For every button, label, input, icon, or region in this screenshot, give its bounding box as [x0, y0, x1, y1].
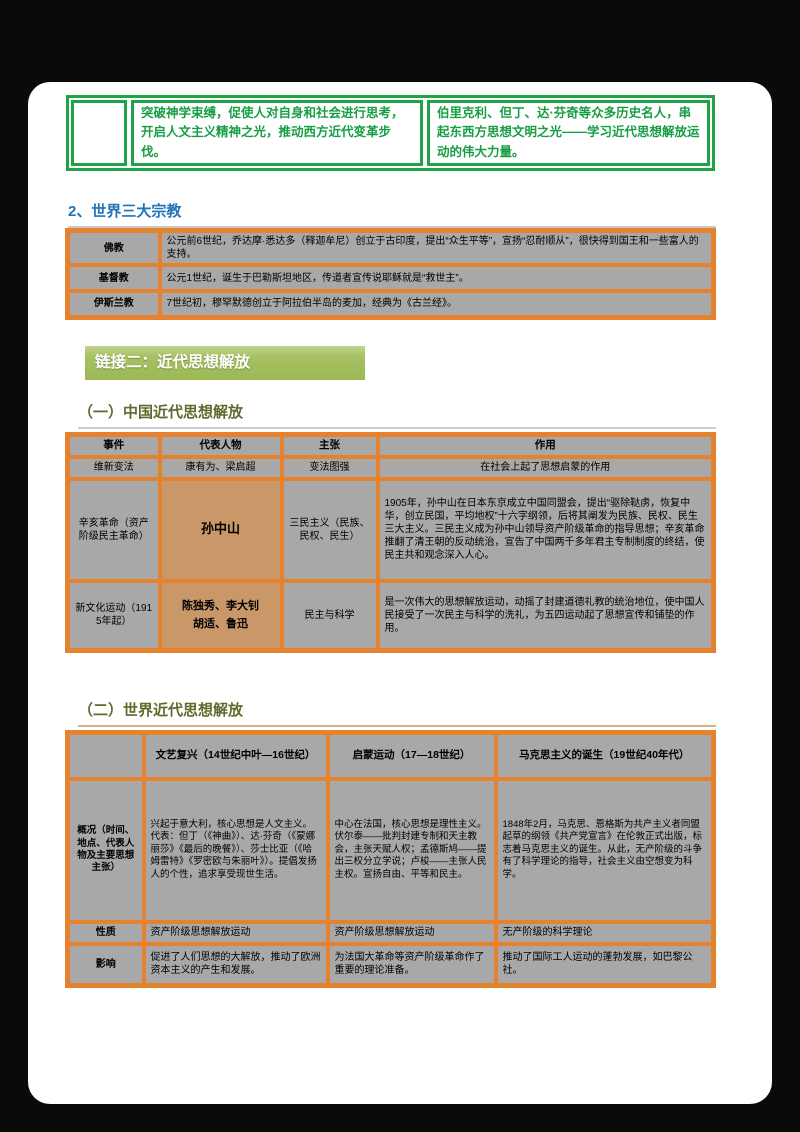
- china-row2-effect: 1905年，孙中山在日本东京成立中国同盟会，提出“驱除鞑虏，恢复中华，创立民国，…: [375, 476, 716, 583]
- world-nature-marxism: 无产阶级的科学理论: [493, 919, 716, 946]
- china-thought-table: 事件 代表人物 主张 作用 维新变法 康有为、梁启超 变法图强 在社会上起了思想…: [65, 432, 716, 654]
- china-col-event: 事件: [65, 432, 162, 459]
- china-row3-people-line1: 陈独秀、李大钊: [182, 600, 259, 613]
- religion-label-buddhism: 佛教: [65, 228, 162, 267]
- link-two-banner: 链接二：近代思想解放: [85, 346, 365, 380]
- world-nature-enlightenment: 资产阶级思想解放运动: [325, 919, 498, 946]
- table-row: 性质 资产阶级思想解放运动 资产阶级思想解放运动 无产阶级的科学理论: [65, 919, 716, 946]
- world-col-enlightenment: 启蒙运动（17—18世纪）: [325, 730, 498, 781]
- world-nature-renaissance: 资产阶级思想解放运动: [141, 919, 330, 946]
- china-row2-people: 孙中山: [157, 476, 284, 583]
- china-row3-idea: 民主与科学: [279, 578, 380, 653]
- china-row3-people-line2: 胡适、鲁迅: [193, 618, 248, 631]
- table-header-row: 事件 代表人物 主张 作用: [65, 432, 716, 459]
- china-row3-people: 陈独秀、李大钊 胡适、鲁迅: [157, 578, 284, 653]
- table-row: 佛教 公元前6世纪，乔达摩·悉达多（释迦牟尼）创立于古印度，提出“众生平等”，宣…: [65, 228, 716, 267]
- world-nature-label: 性质: [65, 919, 146, 946]
- china-row2-event: 辛亥革命（资产阶级民主革命）: [65, 476, 162, 583]
- section-one-heading: （一）中国近代思想解放: [78, 401, 716, 429]
- table-row: 维新变法 康有为、梁启超 变法图强 在社会上起了思想启蒙的作用: [65, 454, 716, 481]
- china-row3-effect: 是一次伟大的思想解放运动，动摇了封建道德礼教的统治地位，使中国人民接受了一次民主…: [375, 578, 716, 653]
- china-row1-idea: 变法图强: [279, 454, 380, 481]
- world-col-blank: [65, 730, 146, 781]
- table-row: 概况（时间、地点、代表人物及主要思想主张） 兴起于意大利，核心思想是人文主义。代…: [65, 776, 716, 924]
- heading-number: 2、: [68, 203, 92, 220]
- table-row: 影响 促进了人们思想的大解放，推动了欧洲资本主义的产生和发展。 为法国大革命等资…: [65, 941, 716, 988]
- table-row: 基督教 公元1世纪，诞生于巴勒斯坦地区，传道者宣传说耶稣就是“救世主”。: [65, 263, 716, 293]
- religion-content-islam: 7世纪初，穆罕默德创立于阿拉伯半岛的麦加，经典为《古兰经》。: [157, 289, 716, 319]
- china-col-effect: 作用: [375, 432, 716, 459]
- china-col-idea: 主张: [279, 432, 380, 459]
- china-row1-people: 康有为、梁启超: [157, 454, 284, 481]
- religions-table: 佛教 公元前6世纪，乔达摩·悉达多（释迦牟尼）创立于古印度，提出“众生平等”，宣…: [65, 228, 716, 320]
- china-col-people: 代表人物: [157, 432, 284, 459]
- china-row3-event: 新文化运动（1915年起）: [65, 578, 162, 653]
- world-col-renaissance: 文艺复兴（14世纪中叶—16世纪）: [141, 730, 330, 781]
- table-row: 新文化运动（1915年起） 陈独秀、李大钊 胡适、鲁迅 民主与科学 是一次伟大的…: [65, 578, 716, 653]
- china-row2-people-name: 孙中山: [200, 521, 240, 537]
- world-impact-marxism: 推动了国际工人运动的蓬勃发展，如巴黎公社。: [493, 941, 716, 988]
- world-col-marxism: 马克思主义的诞生（19世纪40年代）: [493, 730, 716, 781]
- top-image-placeholder: [71, 100, 127, 166]
- heading-title: 世界三大宗教: [91, 203, 182, 220]
- religion-label-christianity: 基督教: [65, 263, 162, 293]
- religion-content-buddhism: 公元前6世纪，乔达摩·悉达多（释迦牟尼）创立于古印度，提出“众生平等”，宣扬“忍…: [157, 228, 716, 267]
- top-quote-right: 伯里克利、但丁、达·芬奇等众多历史名人，串起东西方思想文明之光——学习近代思想解…: [427, 100, 710, 166]
- table-header-row: 文艺复兴（14世纪中叶—16世纪） 启蒙运动（17—18世纪） 马克思主义的诞生…: [65, 730, 716, 781]
- world-thought-table: 文艺复兴（14世纪中叶—16世纪） 启蒙运动（17—18世纪） 马克思主义的诞生…: [65, 730, 716, 988]
- world-impact-renaissance: 促进了人们思想的大解放，推动了欧洲资本主义的产生和发展。: [141, 941, 330, 988]
- world-impact-label: 影响: [65, 941, 146, 988]
- china-row1-effect: 在社会上起了思想启蒙的作用: [375, 454, 716, 481]
- world-overview-renaissance: 兴起于意大利，核心思想是人文主义。代表：但丁（《神曲》）、达·芬奇（《蒙娜丽莎》…: [141, 776, 330, 924]
- heading-world-religions: 2、世界三大宗教: [68, 200, 716, 228]
- china-row1-event: 维新变法: [65, 454, 162, 481]
- religion-content-christianity: 公元1世纪，诞生于巴勒斯坦地区，传道者宣传说耶稣就是“救世主”。: [157, 263, 716, 293]
- top-quote-box: 突破神学束缚，促使人对自身和社会进行思考，开启人文主义精神之光，推动西方近代变革…: [66, 95, 715, 171]
- world-impact-enlightenment: 为法国大革命等资产阶级革命作了重要的理论准备。: [325, 941, 498, 988]
- top-quote-middle: 突破神学束缚，促使人对自身和社会进行思考，开启人文主义精神之光，推动西方近代变革…: [131, 100, 423, 166]
- world-overview-marxism: 1848年2月，马克思、恩格斯为共产主义者同盟起草的纲领《共产党宣言》在伦敦正式…: [493, 776, 716, 924]
- china-row2-idea: 三民主义（民族、民权、民生）: [279, 476, 380, 583]
- world-overview-label: 概况（时间、地点、代表人物及主要思想主张）: [65, 776, 146, 924]
- section-two-heading: （二）世界近代思想解放: [78, 699, 716, 727]
- table-row: 伊斯兰教 7世纪初，穆罕默德创立于阿拉伯半岛的麦加，经典为《古兰经》。: [65, 289, 716, 319]
- table-row: 辛亥革命（资产阶级民主革命） 孙中山 三民主义（民族、民权、民生） 1905年，…: [65, 476, 716, 583]
- world-overview-enlightenment: 中心在法国，核心思想是理性主义。伏尔泰——批判封建专制和天主教会，主张天赋人权；…: [325, 776, 498, 924]
- religion-label-islam: 伊斯兰教: [65, 289, 162, 319]
